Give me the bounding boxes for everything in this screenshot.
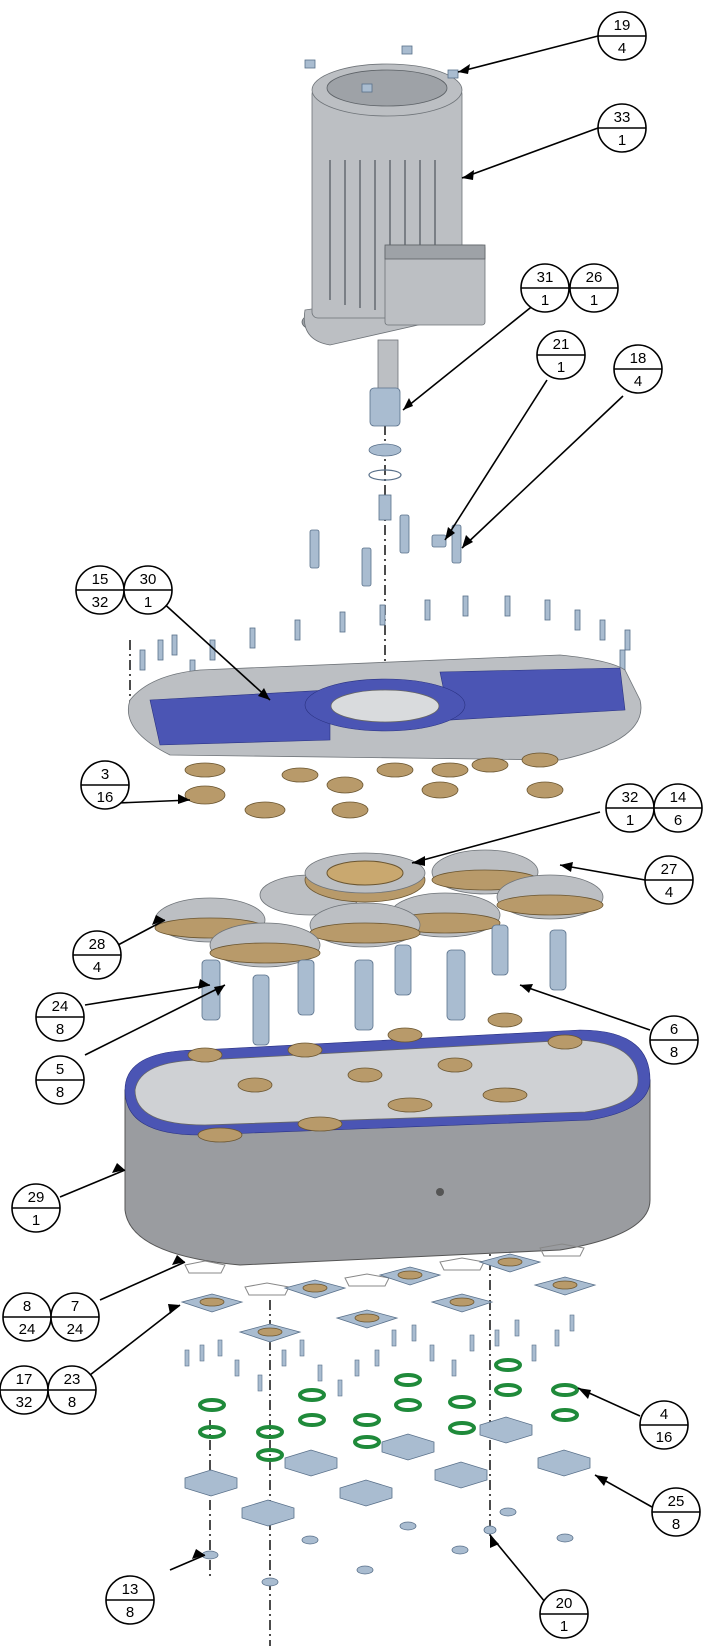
leader-lines [59,35,653,1609]
balloon-30-qty: 1 [144,594,152,611]
housing-bearings [187,1012,583,1093]
balloon-28-qty: 4 [93,959,101,976]
balloon-8-item: 8 [23,1298,31,1315]
balloon-14-item: 14 [670,789,687,806]
balloon-27-item: 27 [661,861,678,878]
balloon-7: 7 24 [50,1292,100,1342]
gears [154,849,604,968]
balloon-30: 30 1 [123,565,173,615]
balloon-31: 31 1 [520,263,570,313]
balloon-14: 14 6 [653,783,703,833]
balloon-20: 20 1 [539,1589,589,1639]
balloon-6-item: 6 [670,1021,678,1038]
balloon-23: 23 8 [47,1365,97,1415]
balloon-20-qty: 1 [560,1618,568,1635]
balloon-31-qty: 1 [541,292,549,309]
balloon-32-item: 32 [622,789,639,806]
leader-arrowheads [112,64,608,1559]
balloon-27-qty: 4 [665,884,673,901]
gaskets [184,1243,585,1296]
balloon-3-qty: 16 [97,789,114,806]
balloon-4-qty: 16 [656,1429,673,1446]
balloon-18-item: 18 [630,350,647,367]
balloon-32: 32 1 [605,783,655,833]
balloon-18: 18 4 [613,344,663,394]
balloon-28: 28 4 [72,930,122,980]
balloon-3-item: 3 [101,766,109,783]
balloon-25: 25 8 [651,1487,701,1537]
balloon-31-item: 31 [537,269,554,286]
balloon-30-item: 30 [140,571,157,588]
balloon-13-item: 13 [122,1581,139,1598]
balloon-7-item: 7 [71,1298,79,1315]
balloon-23-qty: 8 [68,1394,76,1411]
balloon-5-item: 5 [56,1061,64,1078]
balloon-27: 27 4 [644,855,694,905]
balloon-26-qty: 1 [590,292,598,309]
balloon-21-qty: 1 [557,359,565,376]
balloon-29-qty: 1 [32,1212,40,1229]
balloon-17-qty: 32 [16,1394,33,1411]
pinion [368,387,402,521]
balloon-8: 8 24 [2,1292,52,1342]
balloon-33-item: 33 [614,109,631,126]
balloon-3: 3 16 [80,760,130,810]
balloon-15-qty: 32 [92,594,109,611]
balloon-28-item: 28 [89,936,106,953]
balloon-4-item: 4 [660,1406,668,1423]
nuts [201,1507,574,1587]
oil-seals [198,1358,579,1462]
balloon-18-qty: 4 [634,373,642,390]
balloon-13-qty: 8 [126,1604,134,1621]
balloon-25-item: 25 [668,1493,685,1510]
balloon-8-qty: 24 [19,1321,36,1338]
balloon-24-item: 24 [52,998,69,1015]
balloon-19-qty: 4 [618,40,626,57]
balloon-14-qty: 6 [674,812,682,829]
balloon-15-item: 15 [92,571,109,588]
bearing-flanges [180,1253,597,1343]
bearing-caps [184,1416,591,1527]
balloon-20-item: 20 [556,1595,573,1612]
balloon-5: 5 8 [35,1055,85,1105]
motor-cover-nuts [304,45,459,93]
balloon-26: 26 1 [569,263,619,313]
balloon-25-qty: 8 [672,1516,680,1533]
lower-bolts [184,1314,575,1397]
top-cover [128,654,642,761]
dowel-pins [309,514,462,587]
balloon-32-qty: 1 [626,812,634,829]
balloon-6-qty: 8 [670,1044,678,1061]
balloon-5-qty: 8 [56,1084,64,1101]
balloon-19-item: 19 [614,17,631,34]
balloon-7-qty: 24 [67,1321,84,1338]
balloon-21: 21 1 [536,330,586,380]
part-balloons: 19 4 33 1 31 1 26 1 21 1 18 4 [0,11,703,1639]
balloon-13: 13 8 [105,1575,155,1625]
balloon-26-item: 26 [586,269,603,286]
balloon-23-item: 23 [64,1371,81,1388]
bearings [184,752,564,819]
motor [301,63,486,391]
balloon-24-qty: 8 [56,1021,64,1038]
balloon-33-qty: 1 [618,132,626,149]
balloon-6: 6 8 [649,1015,699,1065]
balloon-15: 15 32 [75,565,125,615]
balloon-4: 4 16 [639,1400,689,1450]
balloon-17: 17 32 [0,1365,49,1415]
balloon-24: 24 8 [35,992,85,1042]
balloon-21-item: 21 [553,336,570,353]
gearbox-housing [124,1029,651,1266]
balloon-29-item: 29 [28,1189,45,1206]
balloon-17-item: 17 [16,1371,33,1388]
balloon-19: 19 4 [597,11,647,61]
balloon-29: 29 1 [11,1183,61,1233]
balloon-33: 33 1 [597,103,647,153]
